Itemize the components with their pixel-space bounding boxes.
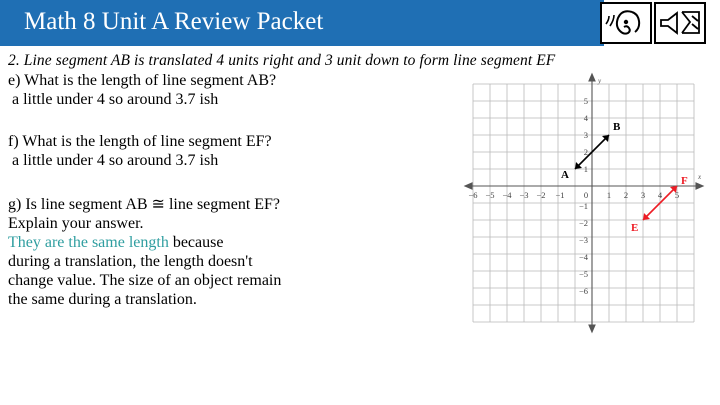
svg-text:2: 2 bbox=[624, 190, 628, 200]
svg-text:5: 5 bbox=[675, 190, 679, 200]
segment-AB: A B bbox=[561, 121, 621, 181]
title-bar-background bbox=[0, 0, 604, 46]
svg-text:−1: −1 bbox=[555, 190, 564, 200]
audio-icon[interactable] bbox=[600, 2, 652, 44]
svg-text:−4: −4 bbox=[579, 252, 589, 262]
svg-text:3: 3 bbox=[641, 190, 645, 200]
svg-text:−3: −3 bbox=[579, 235, 588, 245]
point-label-F: F bbox=[681, 175, 688, 187]
problem-text-column: 2. Line segment AB is translated 4 units… bbox=[8, 52, 556, 309]
part-g-answer-line-3: change value. The size of an object rema… bbox=[8, 272, 282, 289]
point-label-A: A bbox=[561, 169, 569, 181]
y-axis-label: y bbox=[597, 77, 602, 85]
axes bbox=[463, 72, 705, 334]
spacer bbox=[8, 170, 463, 192]
grid-lines bbox=[472, 83, 695, 323]
part-g-answer-line-2: during a translation, the length doesn't bbox=[8, 253, 253, 270]
part-g-prompt: Explain your answer. bbox=[8, 215, 144, 232]
part-g-answer-line-1: They are the same length because bbox=[8, 234, 463, 252]
svg-text:−1: −1 bbox=[579, 201, 588, 211]
answer-highlight: They are the same length bbox=[8, 234, 169, 251]
graph-svg: y x −6 −5 −4 −3 −2 −1 0 1 2 3 4 5 5 4 bbox=[463, 72, 705, 334]
svg-text:1: 1 bbox=[584, 164, 588, 174]
point-label-B: B bbox=[613, 121, 621, 133]
part-e-answer: a little under 4 so around 3.7 ish bbox=[12, 91, 219, 108]
part-f-answer: a little under 4 so around 3.7 ish bbox=[12, 152, 219, 169]
svg-text:−3: −3 bbox=[519, 190, 528, 200]
point-label-E: E bbox=[631, 222, 638, 234]
problem-stem: 2. Line segment AB is translated 4 units… bbox=[8, 52, 556, 69]
part-e-question: e) What is the length of line segment AB… bbox=[8, 72, 277, 89]
video-icon[interactable] bbox=[654, 2, 706, 44]
x-axis-label: x bbox=[697, 173, 702, 181]
spacer bbox=[8, 109, 463, 131]
svg-text:2: 2 bbox=[584, 147, 588, 157]
part-g-question: g) Is line segment AB ≅ line segment EF? bbox=[8, 196, 281, 213]
x-tick-labels: −6 −5 −4 −3 −2 −1 0 1 2 3 4 5 bbox=[468, 190, 679, 200]
svg-text:4: 4 bbox=[584, 113, 589, 123]
svg-text:5: 5 bbox=[584, 96, 588, 106]
y-tick-labels: 5 4 3 2 1 −1 −2 −3 −4 −5 −6 bbox=[579, 96, 589, 296]
svg-text:1: 1 bbox=[607, 190, 611, 200]
coordinate-graph: y x −6 −5 −4 −3 −2 −1 0 1 2 3 4 5 5 4 bbox=[455, 66, 711, 366]
svg-text:−6: −6 bbox=[579, 286, 588, 296]
part-f-question: f) What is the length of line segment EF… bbox=[8, 133, 272, 150]
svg-text:−6: −6 bbox=[468, 190, 477, 200]
svg-text:0: 0 bbox=[584, 190, 588, 200]
svg-text:−5: −5 bbox=[485, 190, 494, 200]
svg-text:−4: −4 bbox=[502, 190, 512, 200]
svg-text:−2: −2 bbox=[536, 190, 545, 200]
svg-text:−5: −5 bbox=[579, 269, 588, 279]
svg-text:−2: −2 bbox=[579, 218, 588, 228]
segment-EF: E F bbox=[631, 175, 688, 234]
part-g-answer-line-4: the same during a translation. bbox=[8, 291, 197, 308]
answer-rest: because bbox=[168, 234, 224, 251]
slide-content: 2. Line segment AB is translated 4 units… bbox=[0, 46, 720, 376]
svg-text:4: 4 bbox=[658, 190, 663, 200]
page-title: Math 8 Unit A Review Packet bbox=[24, 8, 324, 35]
svg-text:3: 3 bbox=[584, 130, 588, 140]
title-bar: Math 8 Unit A Review Packet bbox=[0, 0, 720, 46]
